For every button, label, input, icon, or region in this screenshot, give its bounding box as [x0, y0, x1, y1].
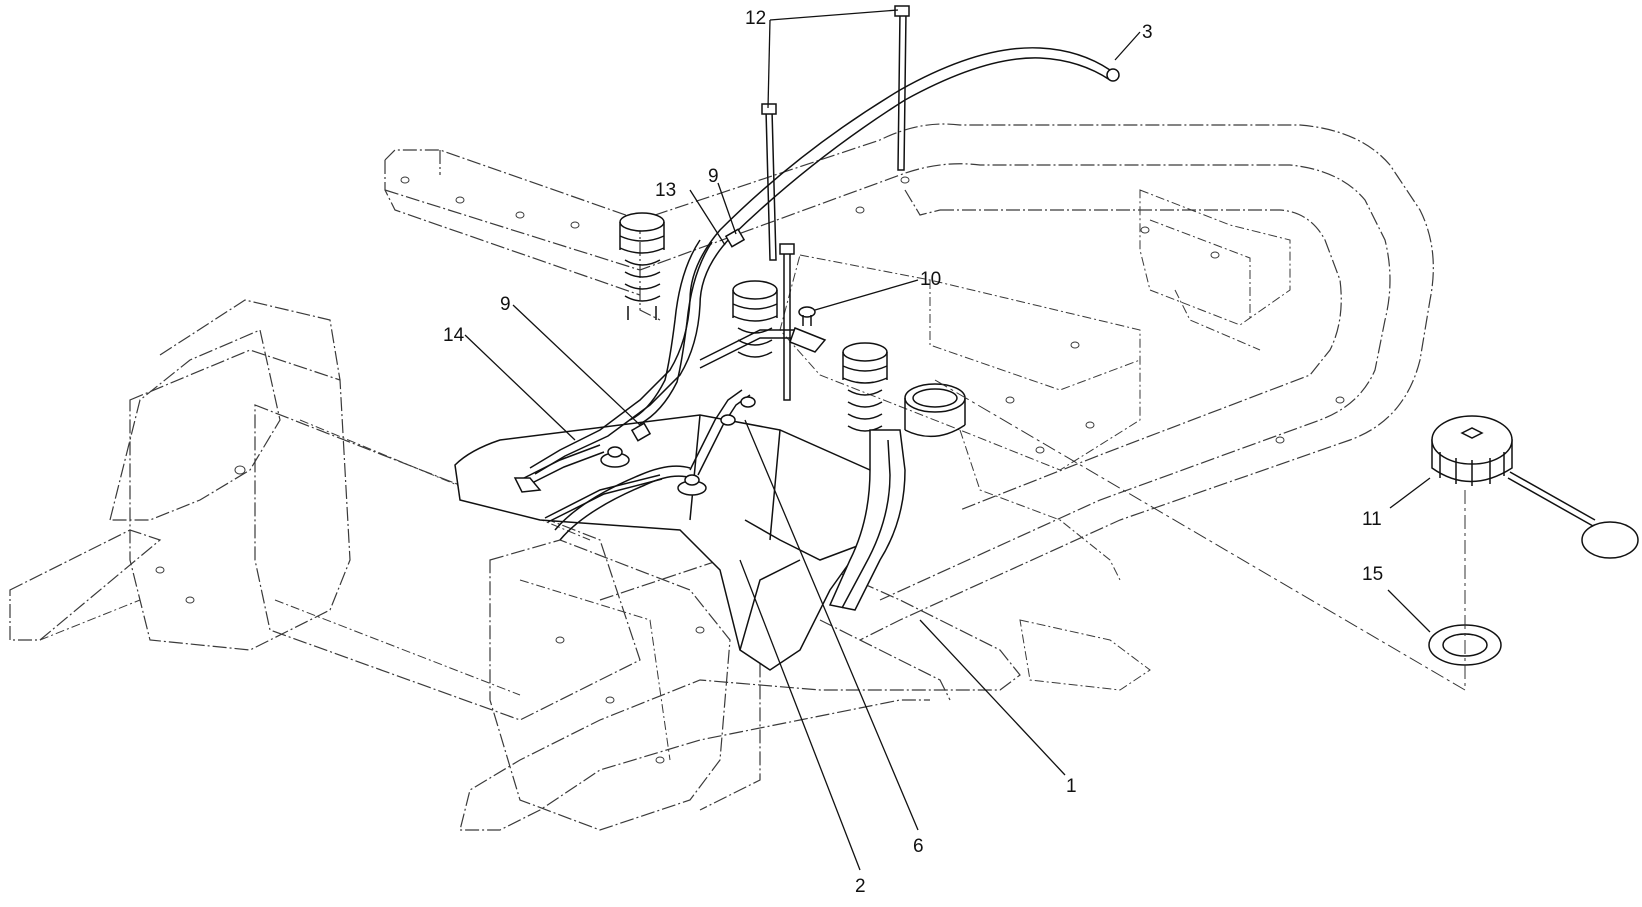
- callout-6: 6: [913, 836, 924, 857]
- hose-clamps: [630, 228, 746, 442]
- assembly-centerlines: [934, 379, 1466, 691]
- callout-2: 2: [855, 876, 866, 897]
- callout-9-lower: 9: [500, 294, 511, 315]
- fuel-tank: [454, 414, 881, 671]
- tank-fittings: [600, 396, 756, 496]
- frame-holes: [155, 176, 1345, 764]
- filler-neck: [828, 383, 966, 611]
- callout-13: 13: [655, 180, 676, 201]
- spring-middle: [732, 280, 778, 358]
- leader-lines: [464, 9, 1431, 871]
- spring-right: [842, 342, 888, 432]
- callout-15: 15: [1362, 564, 1383, 585]
- callout-3: 3: [1142, 22, 1153, 43]
- spring-left: [619, 212, 665, 320]
- fuel-cap: [1431, 415, 1639, 559]
- cable-ties: [761, 5, 910, 401]
- callout-labels: 1 2 3 6 9 9 10 11 12 13 14 15: [443, 8, 1383, 897]
- callout-1: 1: [1066, 776, 1077, 797]
- bolt-bracket: [789, 306, 827, 353]
- callout-12: 12: [745, 8, 766, 29]
- suspension-springs: [619, 212, 888, 432]
- callout-9-upper: 9: [708, 166, 719, 187]
- callout-14: 14: [443, 325, 465, 346]
- callout-10: 10: [920, 269, 941, 290]
- fuel-lines: [513, 47, 1120, 541]
- callout-11: 11: [1362, 509, 1382, 530]
